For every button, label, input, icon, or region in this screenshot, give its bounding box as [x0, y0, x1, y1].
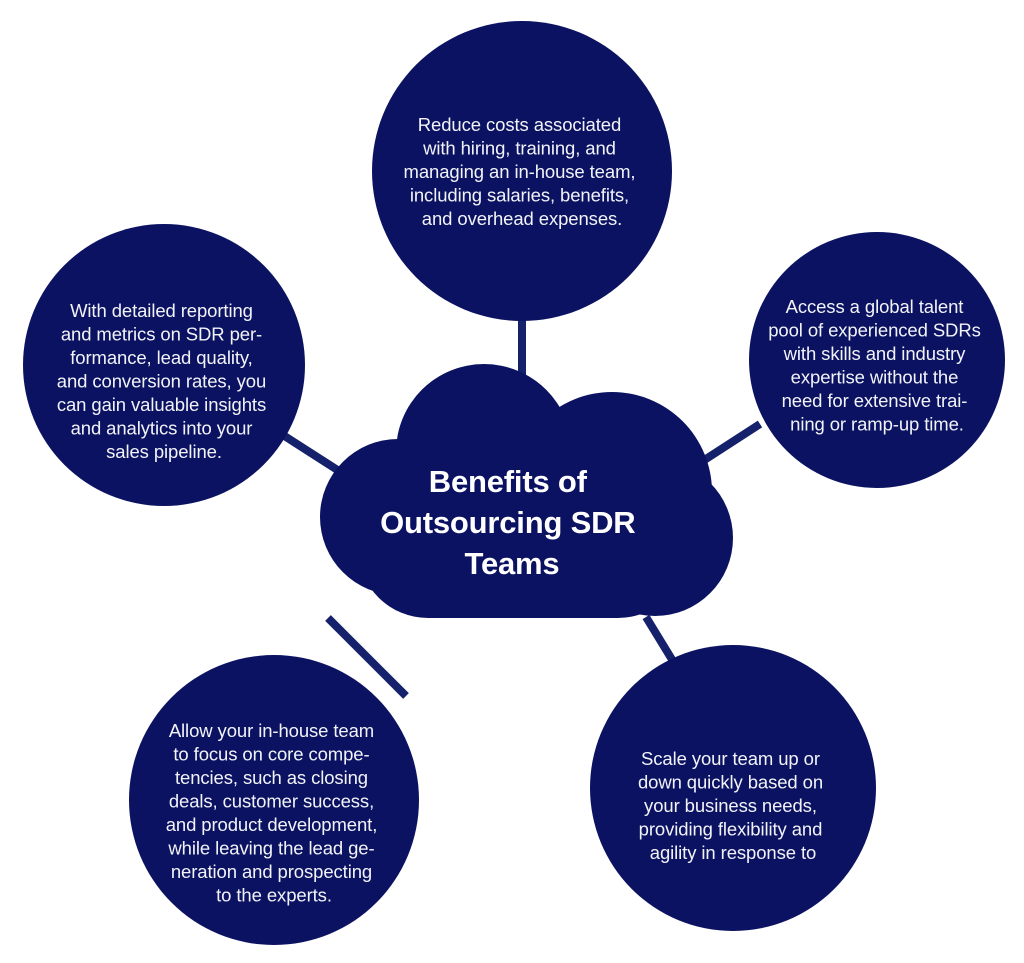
node-scalability-text: Scale your team up or down quickly based… — [638, 748, 828, 863]
node-reduce-costs[interactable]: Reduce costs associated with hiring, tra… — [372, 21, 672, 321]
node-focus-core-competencies-circle — [129, 655, 419, 945]
cloud-shape-icon — [320, 364, 733, 618]
node-reporting-analytics-text: With detailed reporting and metrics on S… — [57, 300, 271, 462]
connector-hub-to-focus-core — [325, 615, 409, 699]
node-focus-core-competencies[interactable]: Allow your in-house team to focus on cor… — [129, 655, 419, 945]
hub-title: Benefits of Outsourcing SDR Teams — [380, 464, 644, 581]
node-global-talent-pool-text: Access a global talent pool of experienc… — [768, 296, 986, 435]
central-cloud-hub[interactable]: Benefits of Outsourcing SDR Teams — [320, 364, 733, 618]
node-scalability-circle — [590, 645, 876, 931]
node-reporting-analytics-circle — [23, 224, 305, 506]
node-scalability[interactable]: Scale your team up or down quickly based… — [590, 645, 876, 931]
node-global-talent-pool-circle — [749, 232, 1005, 488]
node-reporting-analytics[interactable]: With detailed reporting and metrics on S… — [23, 224, 305, 506]
node-global-talent-pool[interactable]: Access a global talent pool of experienc… — [749, 232, 1005, 488]
node-reduce-costs-circle — [372, 21, 672, 321]
node-reduce-costs-text: Reduce costs associated with hiring, tra… — [404, 114, 641, 229]
node-focus-core-competencies-text: Allow your in-house team to focus on cor… — [166, 720, 383, 906]
